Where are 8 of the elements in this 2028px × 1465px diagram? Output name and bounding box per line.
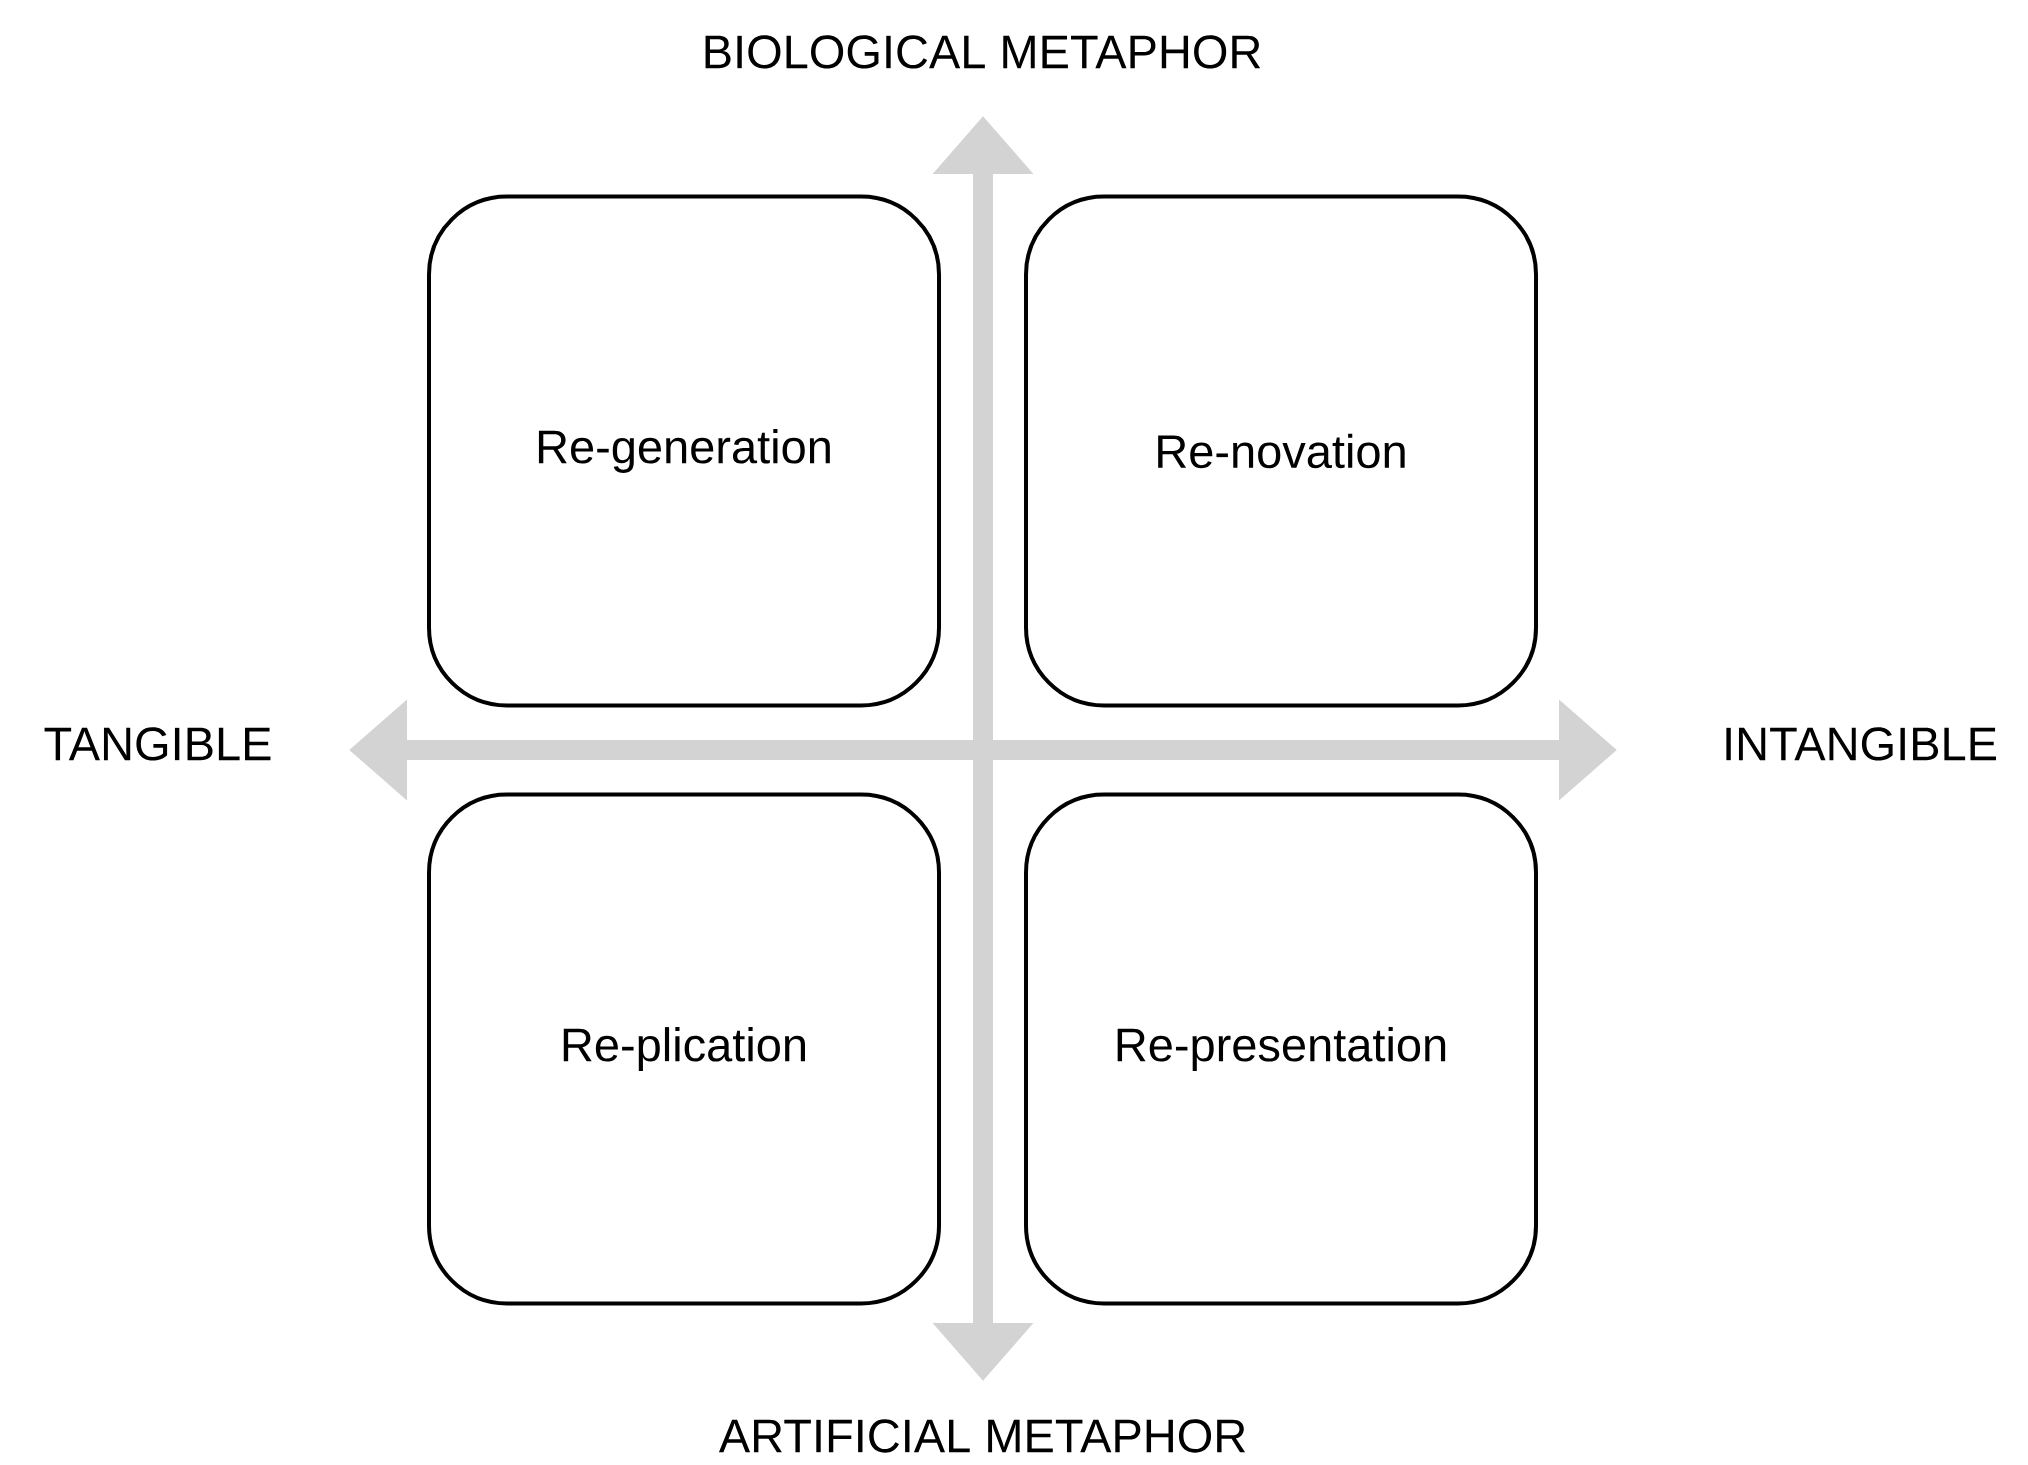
axis-label: ARTIFICIAL METAPHOR bbox=[718, 1419, 1246, 1453]
axis-label: INTANGIBLE bbox=[1726, 727, 1996, 761]
quadrant-box: Re-plication bbox=[427, 792, 941, 1306]
quadrant-box: Re-generation bbox=[427, 194, 941, 708]
quadrant-box: Re-novation bbox=[1024, 194, 1538, 708]
axis-label: TANGIBLE bbox=[44, 727, 271, 761]
quadrant-box: Re-presentation bbox=[1024, 792, 1538, 1306]
axis-label: BIOLOGICAL METAPHOR bbox=[705, 35, 1261, 69]
